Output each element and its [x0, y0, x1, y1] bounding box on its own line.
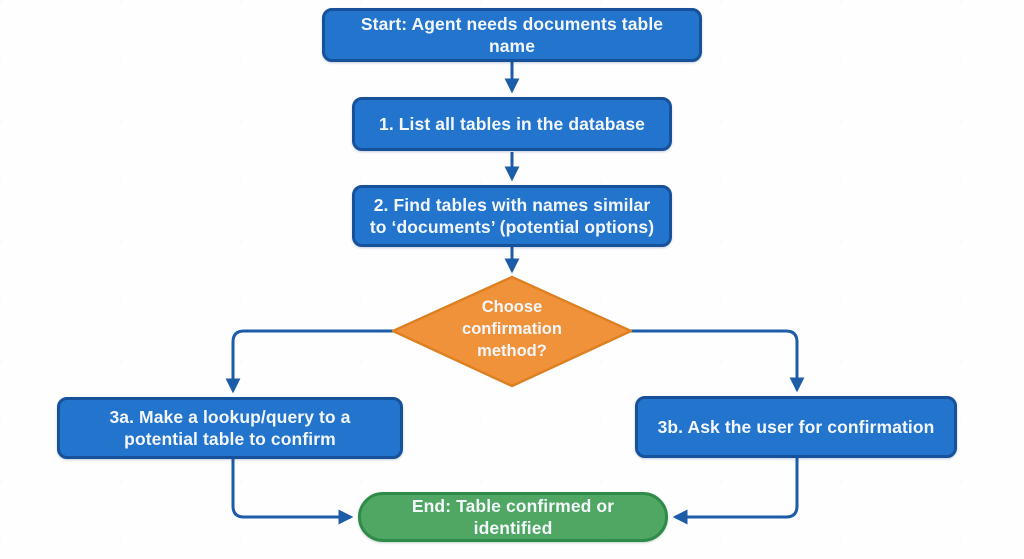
node-step1: 1. List all tables in the database	[352, 97, 672, 151]
node-decision: Choose confirmation method?	[432, 297, 592, 362]
node-decision-label: Choose confirmation method?	[462, 298, 562, 360]
node-start-label: Start: Agent needs documents table name	[360, 13, 664, 56]
node-step1-label: 1. List all tables in the database	[379, 113, 645, 134]
node-step3b-label: 3b. Ask the user for confirmation	[657, 416, 935, 437]
node-step3a-label: 3a. Make a lookup/query to a potential t…	[109, 406, 351, 449]
node-end: End: Table confirmed or identified	[358, 492, 668, 542]
node-end-label: End: Table confirmed or identified	[411, 495, 615, 538]
node-step3a: 3a. Make a lookup/query to a potential t…	[57, 397, 403, 459]
connector-step3b-to-end	[672, 458, 799, 525]
node-step2: 2. Find tables with names similar to ‘do…	[352, 185, 672, 247]
node-step3b: 3b. Ask the user for confirmation	[635, 396, 957, 458]
node-start: Start: Agent needs documents table name	[322, 8, 702, 62]
decision-diamond-shape	[391, 275, 633, 388]
node-step2-label: 2. Find tables with names similar to ‘do…	[369, 194, 655, 237]
connector-decision-to-step3a	[225, 329, 394, 394]
connector-step3a-to-end	[231, 459, 354, 525]
connector-decision-to-step3b	[630, 329, 805, 393]
